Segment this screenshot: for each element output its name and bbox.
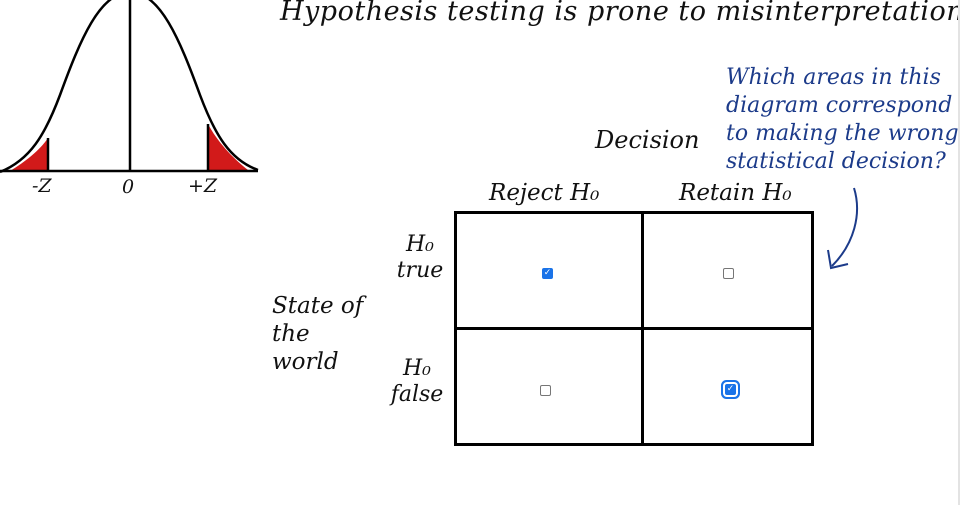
checkbox-false-retain[interactable]: ✓ xyxy=(725,384,736,395)
page-edge-divider xyxy=(958,0,960,505)
column-header-retain: Retain H₀ xyxy=(679,180,792,206)
page-title: Hypothesis testing is prone to misinterp… xyxy=(280,0,960,27)
annotation-arrow xyxy=(827,187,858,270)
state-of-world-label: State of the world xyxy=(272,293,364,375)
normal-curve-figure xyxy=(0,0,259,174)
annotation-note: Which areas in this diagram correspond t… xyxy=(726,65,959,174)
axis-label-pos-z: +Z xyxy=(188,175,218,197)
checkbox-false-reject[interactable] xyxy=(540,385,551,396)
row-header-h0-true: H₀ true xyxy=(396,232,444,283)
column-header-reject: Reject H₀ xyxy=(489,180,600,206)
axis-label-zero: 0 xyxy=(122,176,135,198)
left-tail-area xyxy=(10,138,48,171)
right-tail-area xyxy=(208,124,248,170)
table-divider-horizontal xyxy=(454,327,814,330)
bell-curve xyxy=(0,0,259,174)
decision-label: Decision xyxy=(595,126,700,154)
row-header-h0-false: H₀ false xyxy=(390,356,444,407)
checkbox-true-retain[interactable] xyxy=(723,268,734,279)
checkbox-true-reject[interactable]: ✓ xyxy=(542,268,553,279)
axis-label-neg-z: -Z xyxy=(32,175,52,197)
